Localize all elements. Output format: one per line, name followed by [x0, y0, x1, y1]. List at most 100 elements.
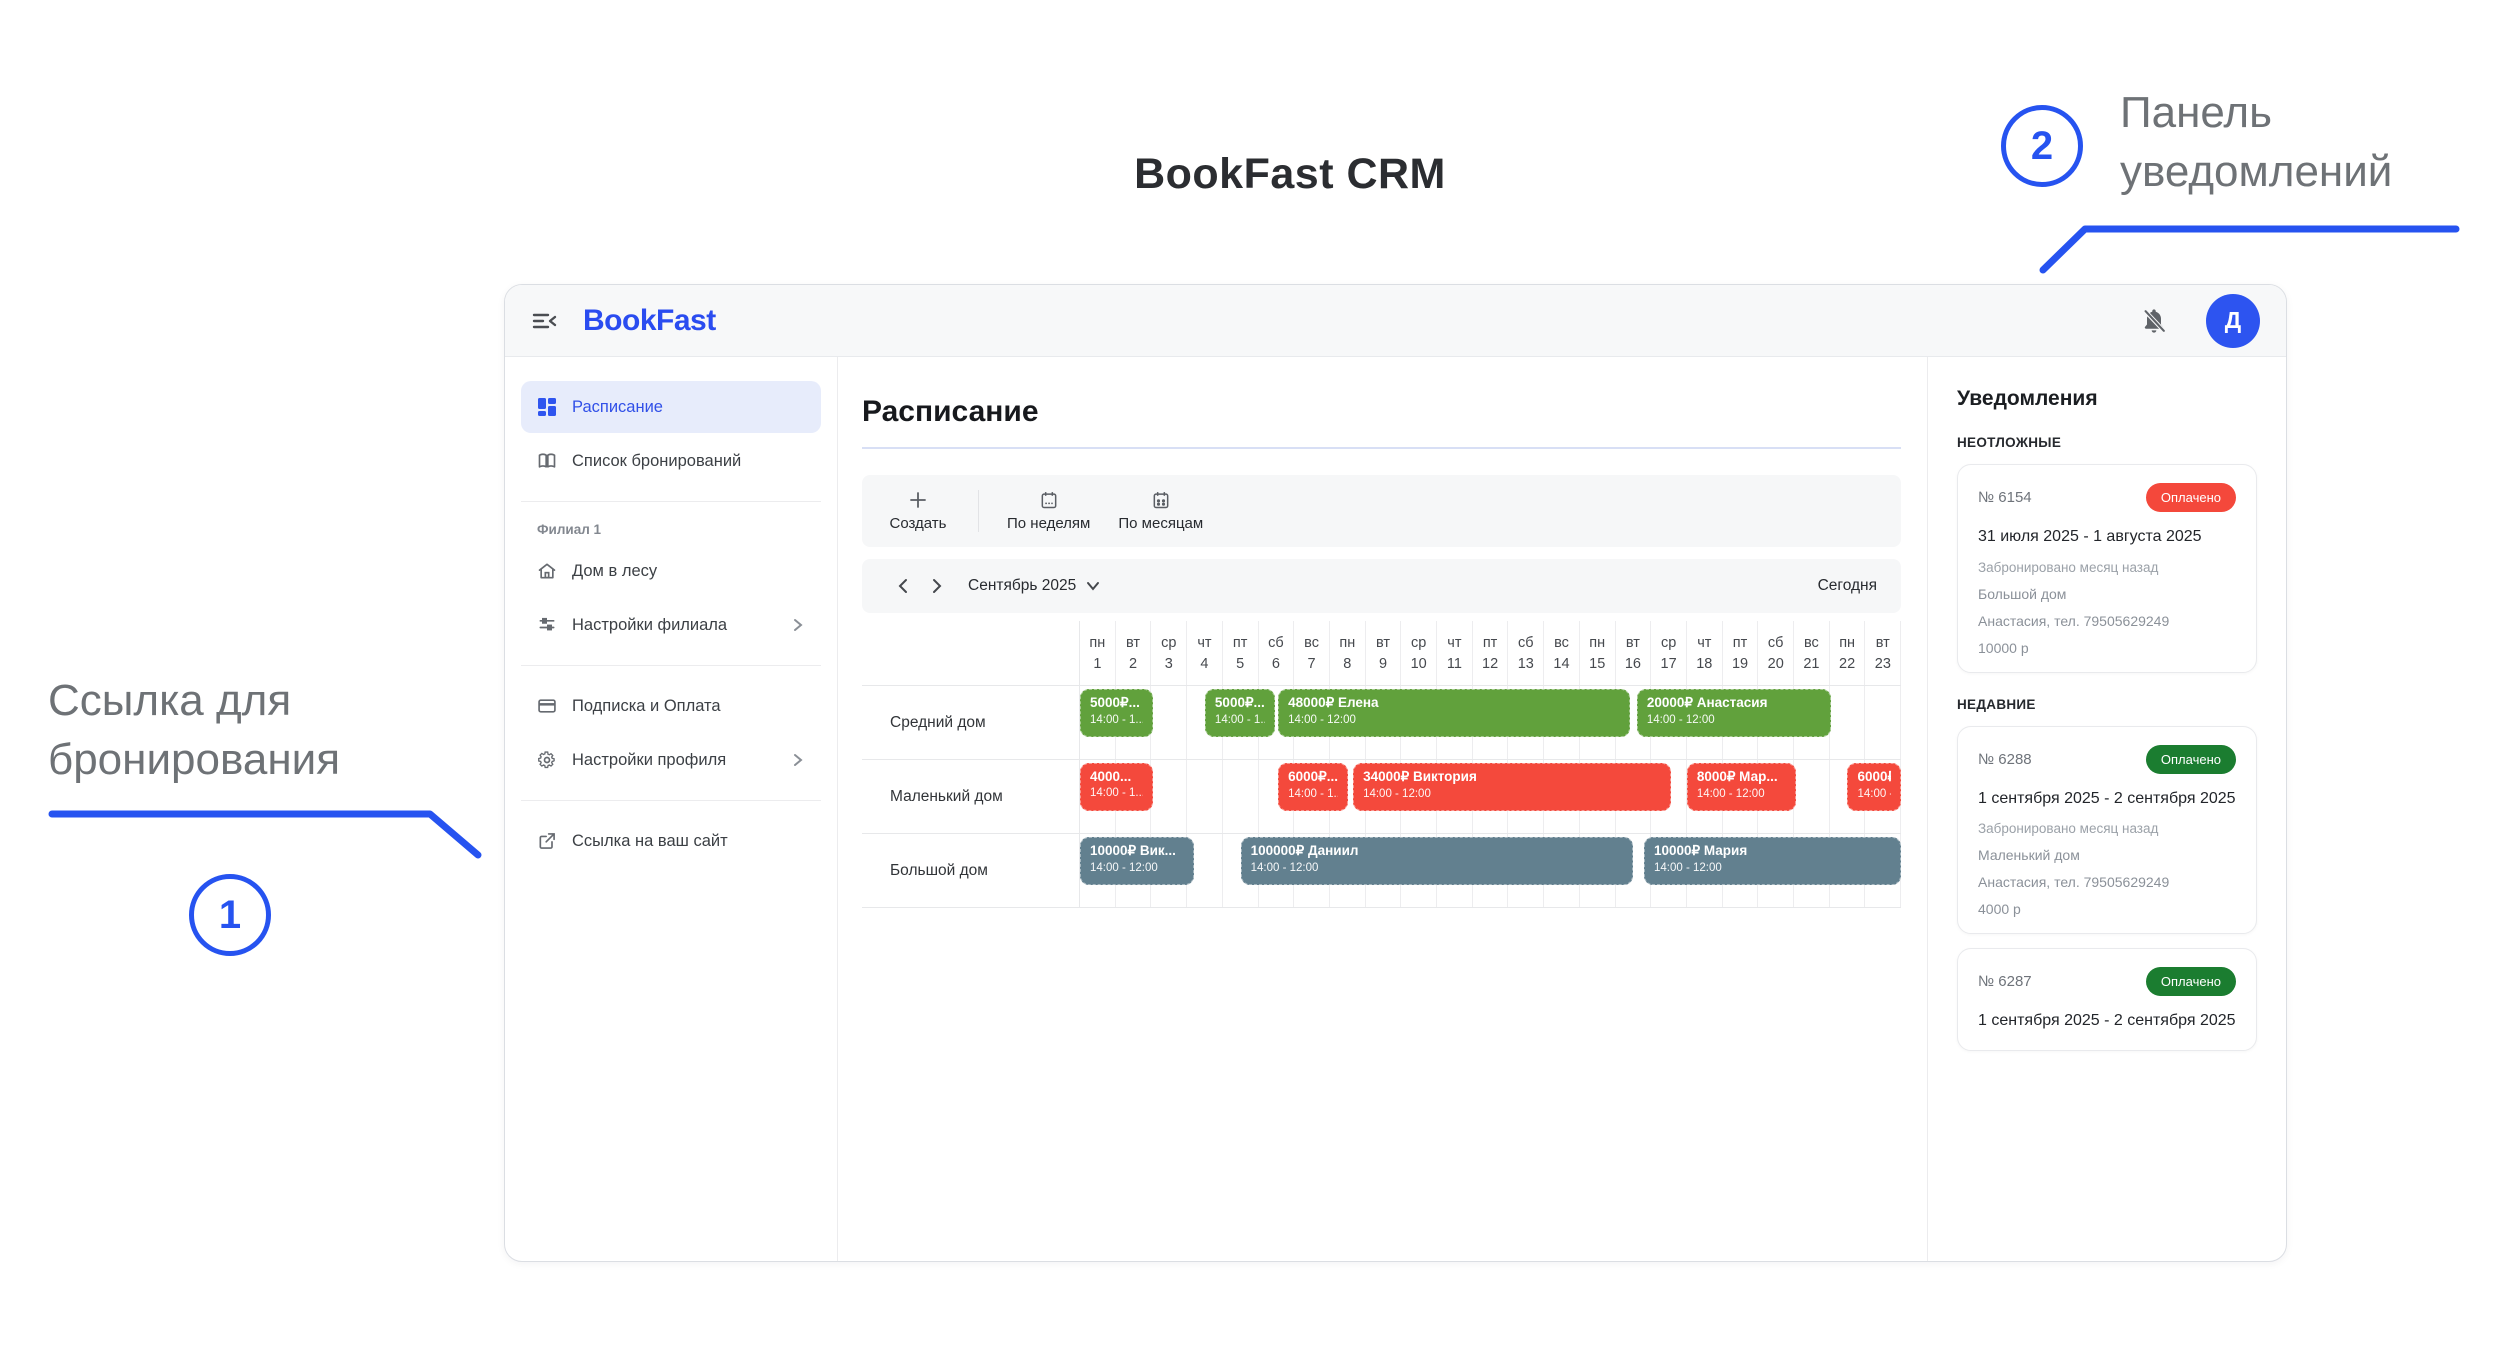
day-number: 4	[1200, 655, 1209, 672]
booked-ago-text: Забронировано месяц назад	[1978, 821, 2159, 837]
grid-cell	[1187, 834, 1223, 907]
prev-month-icon[interactable]	[886, 578, 920, 594]
day-number: 11	[1446, 655, 1462, 672]
booking-block[interactable]: 10000₽ Вик... 14:00 - 12:00	[1080, 837, 1195, 885]
sidebar-item-booking-list[interactable]: Список бронирований	[521, 435, 821, 487]
today-button[interactable]: Сегодня	[1817, 577, 1877, 594]
title-divider	[862, 447, 1901, 449]
booking-time: 14:00 - 12:00	[1646, 714, 1715, 726]
sidebar-section-branch: Филиал 1	[537, 522, 602, 537]
plus-icon	[910, 492, 926, 508]
booking-price-name: 10000₽ Вик...	[1090, 843, 1176, 858]
gear-icon	[538, 751, 555, 769]
day-number: 16	[1624, 655, 1641, 672]
sidebar-item-subscription[interactable]: Подписка и Оплата	[521, 680, 821, 732]
booking-time: 14:00 - 1...	[1090, 787, 1144, 799]
schedule-row-small-house: Маленький дом 4000...14:00 - 1...6000₽..…	[862, 759, 1902, 833]
day-number: 13	[1517, 655, 1534, 672]
day-number: 20	[1767, 655, 1784, 672]
day-number: 5	[1236, 655, 1245, 672]
annotation-notifications-label: Панель уведомлений	[2120, 88, 2393, 196]
booking-block[interactable]: 8000₽ Мар...14:00 - 12:00	[1686, 763, 1796, 811]
day-of-week: чт	[1697, 634, 1712, 651]
day-of-week: пт	[1732, 634, 1748, 651]
month-selector[interactable]: Сентябрь 2025	[968, 577, 1100, 595]
day-number: 1	[1093, 655, 1102, 672]
day-of-week: вт	[1875, 634, 1890, 651]
booking-time: 14:00 - 1...	[1288, 788, 1338, 800]
booking-number: № 6287	[1978, 973, 2032, 991]
booking-time: 14:00 - 1...	[1857, 788, 1891, 800]
sidebar-item-site-link[interactable]: Ссылка на ваш сайт	[521, 815, 821, 867]
sidebar-collapse-icon[interactable]	[531, 309, 559, 333]
schedule-page-title: Расписание	[862, 395, 1039, 428]
booking-block[interactable]: 5000₽...14:00 - 1...	[1204, 689, 1275, 737]
booking-block[interactable]: 6000₽... 14:00 - 1...	[1278, 763, 1348, 811]
sliders-icon	[539, 617, 555, 631]
view-by-weeks-button[interactable]: По неделям	[1007, 490, 1090, 532]
booking-track: 4000...14:00 - 1... 6000₽... 14:00 - 1... 3…	[1079, 760, 1902, 833]
sidebar-item-schedule[interactable]: Расписание	[521, 381, 821, 433]
booking-price-name: 48000₽ Елена	[1288, 695, 1379, 710]
house-name: Большой дом	[1978, 585, 2067, 602]
day-of-week: пн	[1339, 634, 1356, 651]
booking-price-name: 6000₽...	[1288, 769, 1338, 784]
user-avatar[interactable]: Д	[2206, 293, 2260, 348]
day-number: 23	[1874, 655, 1891, 672]
booked-ago-text: Забронировано месяц назад	[1978, 559, 2159, 575]
sidebar: Расписание Список бронирований Филиал 1 …	[505, 357, 838, 1261]
sidebar-item-profile-settings[interactable]: Настройки профиля	[521, 734, 821, 786]
notifications-title: Уведомления	[1957, 387, 2098, 410]
day-number: 2	[1129, 655, 1138, 672]
app-header: BookFast Д	[505, 285, 2286, 357]
booking-block[interactable]: 5000₽...14:00 - 1...	[1080, 689, 1154, 737]
credit-card-icon	[538, 699, 556, 713]
booking-time: 14:00 - 12:00	[1653, 862, 1722, 874]
booking-block[interactable]: 6000₽...14:00 - 1...	[1847, 763, 1901, 811]
annotation-circle-2: 2	[2001, 105, 2083, 187]
grid-cell	[1794, 760, 1830, 833]
booking-dates: 31 июля 2025 - 1 августа 2025	[1978, 528, 2202, 545]
row-label-spacer	[862, 621, 1079, 685]
day-number: 19	[1731, 655, 1749, 672]
grid-cell	[1151, 760, 1188, 833]
guest-contact: Анастасия, тел. 79505629249	[1978, 612, 2170, 629]
view-by-months-button[interactable]: По месяцам	[1118, 490, 1203, 532]
create-booking-button[interactable]: Создать	[886, 490, 950, 532]
booking-time: 14:00 - 12:00	[1090, 862, 1158, 874]
room-label: Большой дом	[890, 861, 988, 879]
sidebar-item-branch-settings[interactable]: Настройки филиала	[521, 599, 821, 651]
sidebar-divider	[521, 501, 821, 502]
booking-price-name: 10000₽ Мария	[1653, 843, 1748, 858]
day-header-cell: вт 23	[1865, 621, 1902, 685]
notifications-muted-bell-icon[interactable]	[2140, 307, 2168, 335]
next-month-icon[interactable]	[920, 578, 954, 594]
day-of-week: сб	[1767, 634, 1784, 651]
grid-cell	[1865, 686, 1902, 759]
day-number: 17	[1660, 655, 1677, 672]
booking-dates: 1 сентября 2025 - 2 сентября 2025	[1978, 1012, 2236, 1030]
sidebar-item-house[interactable]: Дом в лесу	[521, 545, 821, 597]
booking-block[interactable]: 10000₽ Мария 14:00 - 12:00	[1643, 837, 1901, 885]
bookfast-logo: BookFast	[583, 303, 716, 337]
booking-number: № 6288	[1978, 750, 2032, 768]
booking-block[interactable]: 4000...14:00 - 1...	[1080, 763, 1154, 811]
